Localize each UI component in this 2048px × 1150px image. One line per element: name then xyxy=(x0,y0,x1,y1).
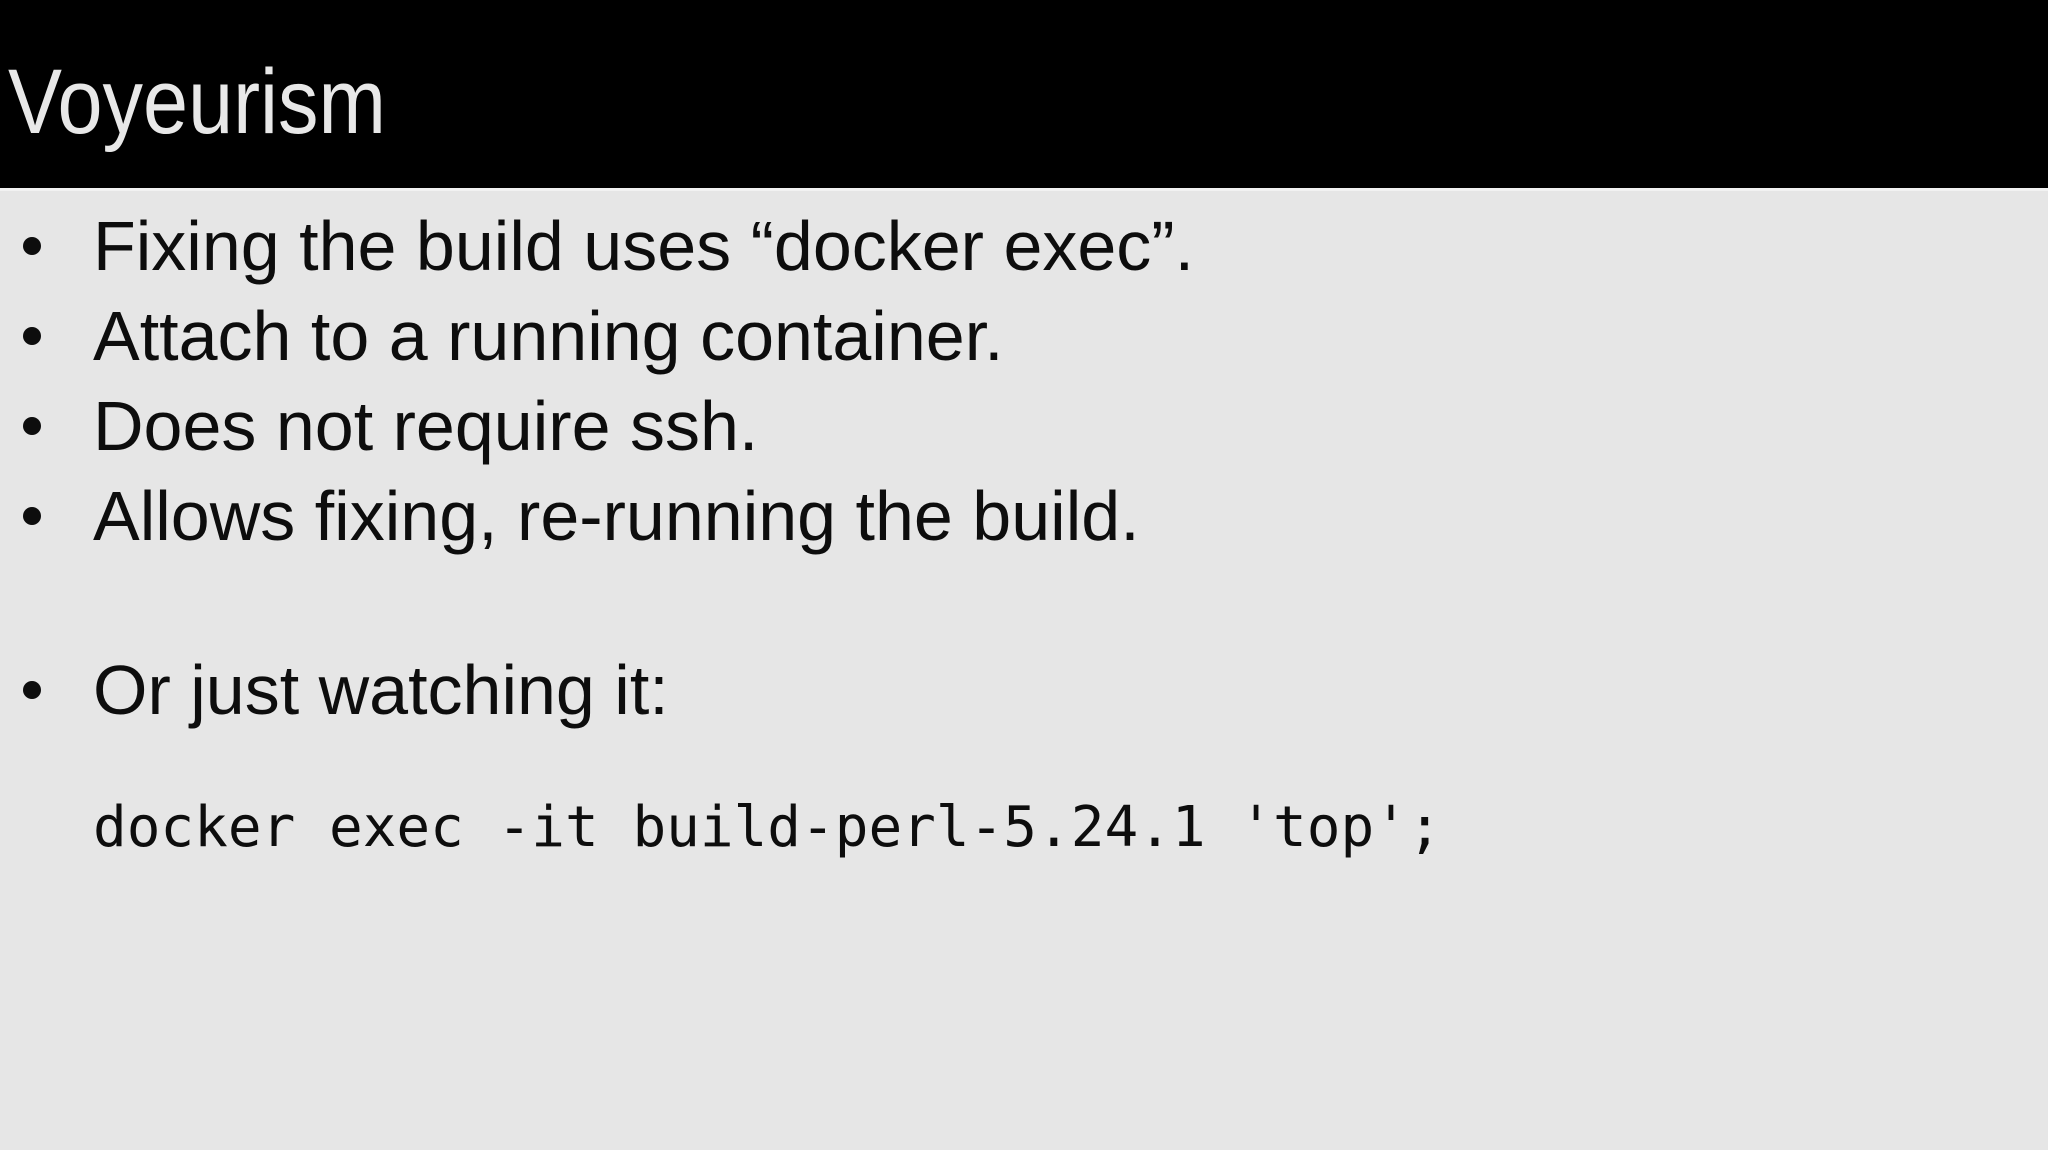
list-item: Allows fixing, re-running the build. xyxy=(0,471,2048,561)
bullet-dot-icon xyxy=(23,237,41,255)
bullet-dot-icon xyxy=(23,681,41,699)
slide-content: Fixing the build uses “docker exec”. Att… xyxy=(0,188,2048,873)
code-snippet: docker exec -it build-perl-5.24.1 'top'; xyxy=(93,795,1442,860)
code-line-row: docker exec -it build-perl-5.24.1 'top'; xyxy=(0,783,2048,873)
bullet-dot-icon xyxy=(23,327,41,345)
bullet-dot-icon xyxy=(23,417,41,435)
bullet-text: Or just watching it: xyxy=(93,651,669,729)
list-item: Fixing the build uses “docker exec”. xyxy=(0,201,2048,291)
bullet-text: Attach to a running container. xyxy=(93,297,1004,375)
bullet-dot-icon xyxy=(23,507,41,525)
slide-title: Voyeurism xyxy=(8,51,386,153)
title-bar: Voyeurism xyxy=(0,0,2048,188)
list-item: Or just watching it: xyxy=(0,645,2048,735)
bullet-text: Allows fixing, re-running the build. xyxy=(93,477,1140,555)
list-item: Attach to a running container. xyxy=(0,291,2048,381)
bullet-text: Does not require ssh. xyxy=(93,387,759,465)
vertical-gap xyxy=(0,561,2048,645)
list-item: Does not require ssh. xyxy=(0,381,2048,471)
bullet-text: Fixing the build uses “docker exec”. xyxy=(93,207,1195,285)
